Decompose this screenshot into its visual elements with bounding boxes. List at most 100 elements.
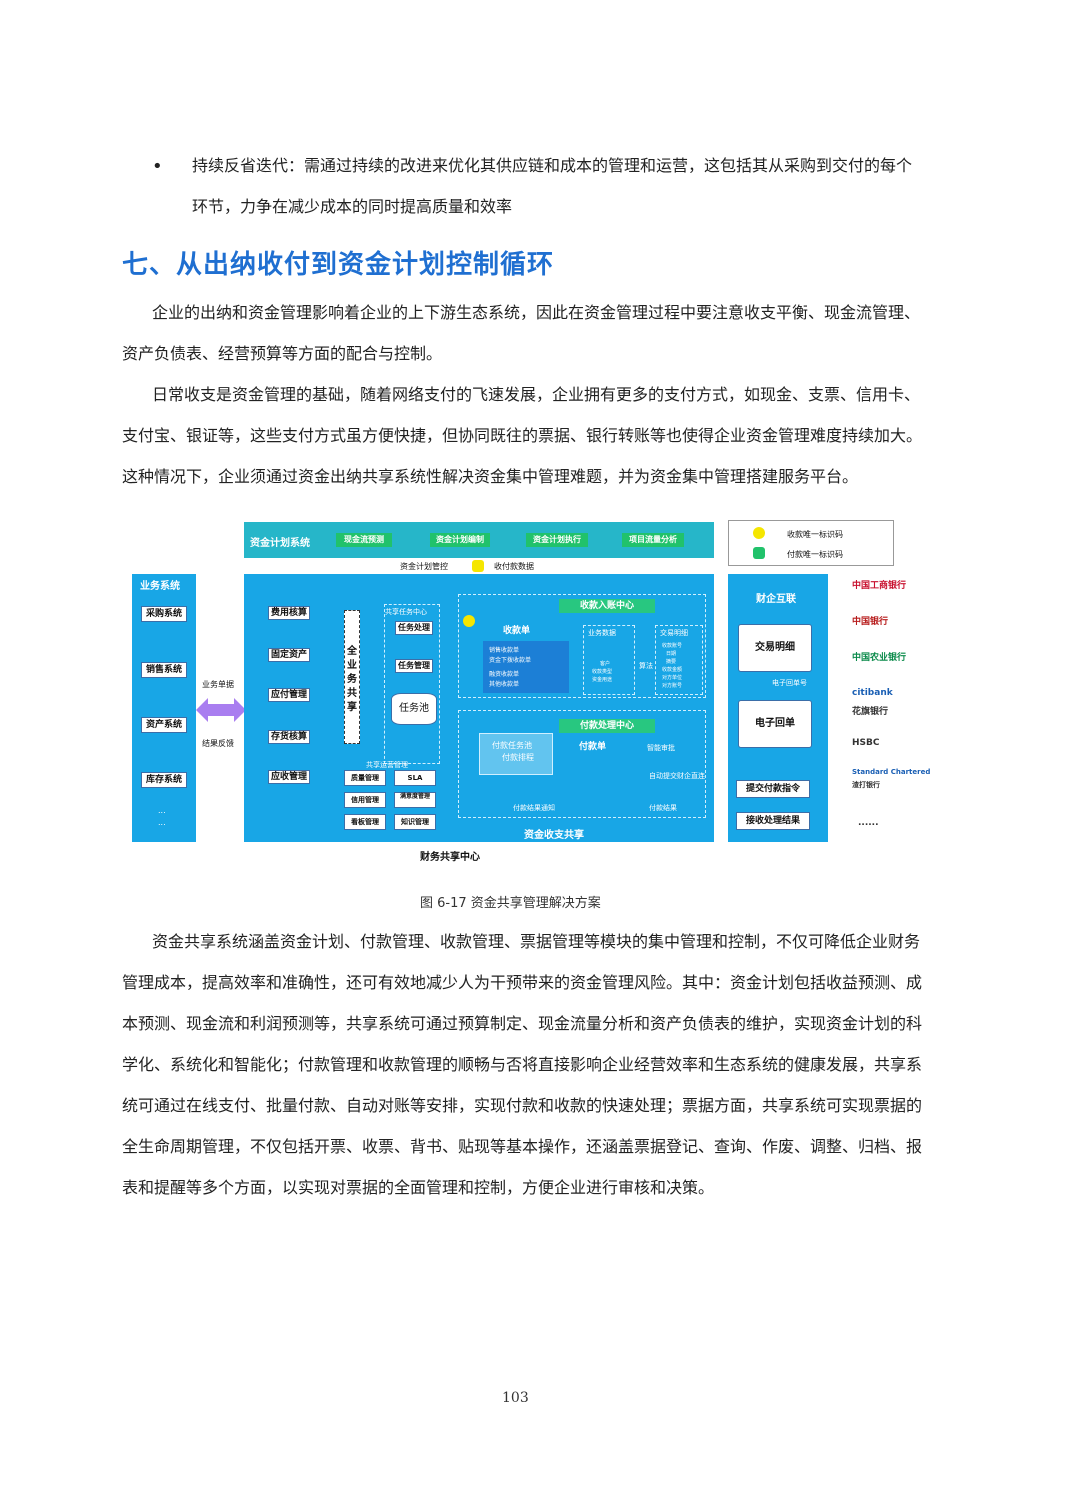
receive-code-icon [753,527,765,539]
para3-line1: 资金共享系统涵盖资金计划、付款管理、收款管理、票据管理等模块的集中管理和控制，不… [152,932,921,951]
pay-notice-label: 付款结果通知 [513,804,555,812]
finance-share-panel: 费用核算 固定资产 应付管理 存货核算 应收管理 全业务共享 共享任务中心 任务… [244,574,714,842]
plan-tab-1: 现金流预测 [336,533,392,547]
pay-pool-label: 付款任务池 [492,741,532,750]
biz-data-item-3: 资金用途 [592,677,613,683]
task-pool: 任务池 [391,693,437,725]
receive-code-icon-2 [463,615,475,627]
biz-item-inventory: 库存系统 [141,772,187,788]
biz-data-box: 业务数据 客户 收款类型 资金用途 [583,625,635,695]
biz-more-1: ... [158,806,166,815]
receipt-list-box: 销售收款单 资金下拨收款单 融资收款单 其他收款单 [483,641,569,693]
legend: 收款唯一标识码 付款唯一标识码 [728,520,894,566]
pay-form-label: 付款单 [579,742,607,752]
ops-quality: 质量管理 [344,770,386,786]
para3-line7: 表和提醒等多个方面，以实现对票据的全面管理和控制，方便企业进行审核和决策。 [122,1178,715,1197]
ops-kanban: 看板管理 [344,814,386,830]
biz-data-title: 业务数据 [588,629,616,637]
ops-credit: 信用管理 [344,792,386,808]
bullet-line-2: 环节，力争在减少成本的同时提高质量和效率 [192,197,513,216]
para2-line2: 支付宝、银证等，这些支付方式虽方便快捷，但协同既往的票据、银行转账等也使得企业资… [122,426,923,445]
submit-pay-card: 提交付款指令 [736,780,810,798]
plan-tab-2: 资金计划编制 [430,533,490,547]
fss-bottom-label: 财务共享中心 [420,852,480,863]
biz-data-item-2: 收款类型 [592,669,613,675]
plan-system-title: 资金计划系统 [250,538,310,549]
receipt-list-4: 其他收款单 [489,681,520,688]
para3-line3: 本预测、现金流和利润预测等，共享系统可通过预算制定、现金流量分析和资产负债表的维… [122,1014,923,1033]
fss-inventory: 存货核算 [268,730,310,744]
bullet-dot: • [152,156,163,177]
para3-line6: 全生命周期管理，不仅包括开票、收票、背书、贴现等基本操作，还涵盖票据登记、查询、… [122,1137,923,1156]
receipt-list-2: 资金下拨收款单 [489,657,532,664]
plan-control-label: 资金计划管控 [400,562,448,571]
biz-doc-label: 业务单据 [202,680,234,689]
fund-share-label: 资金收支共享 [524,830,584,841]
ops-title: 共享运营管理 [366,761,408,769]
legend-pay: 付款唯一标识码 [787,550,843,559]
fss-payable: 应付管理 [268,688,310,702]
trade-detail-title: 交易明细 [660,629,688,637]
ops-sla: SLA [394,770,436,786]
business-system-panel: 业务系统 采购系统 销售系统 资产系统 库存系统 ... ... [132,574,196,842]
receipt-list-1: 销售收款单 [489,647,520,654]
para3-line5: 统可通过在线支付、批量付款、自动对账等安排，实现付款和收款的快速处理；票据方面，… [122,1096,923,1115]
match-label: 算法 [639,662,653,670]
biz-item-asset: 资产系统 [141,717,187,733]
receipt-form-label: 收款单 [503,626,531,636]
full-business-share: 全业务共享 [344,610,360,744]
biz-item-sales: 销售系统 [141,662,187,678]
plan-tab-4: 项目流量分析 [622,533,684,547]
trade-item-3: 摘要 [666,659,677,665]
para2-line1: 日常收支是资金管理的基础，随着网络支付的飞速发展，企业拥有更多的支付方式，如现金… [152,385,921,404]
smart-review-label: 智能审批 [647,744,675,752]
trade-item-2: 日期 [666,651,677,657]
para1-line2: 资产负债表、经营预算等方面的配合与控制。 [122,344,443,363]
bank-citi: citibank [852,688,893,698]
task-manage: 任务管理 [395,659,433,673]
auto-submit-label: 自动提交财企直连 [649,772,705,780]
biz-more-2: ... [158,818,166,827]
yellow-code-icon [472,560,484,572]
page-number: 103 [502,1390,529,1406]
biz-data-item-1: 客户 [600,661,611,667]
bank-link-title: 财企互联 [756,594,796,605]
bank-icbc: 中国工商银行 [852,581,907,591]
e-receipt-card: 电子回单 [738,700,812,748]
trade-item-4: 收款金额 [662,667,683,673]
task-center-box: 共享任务中心 任务处理 任务管理 任务池 [384,604,440,764]
bank-hsbc: HSBC [852,738,880,748]
trade-item-1: 收款账号 [662,643,683,649]
para1-line1: 企业的出纳和资金管理影响着企业的上下游生态系统，因此在资金管理过程中要注意收支平… [152,303,921,322]
receipt-center-title: 收款入账中心 [559,599,655,613]
fss-fixed-asset: 固定资产 [268,648,310,662]
para3-line2: 管理成本，提高效率和准确性，还可有效地减少人为干预带来的资金管理风险。其中：资金… [122,973,923,992]
pay-pool-box: 付款任务池 付款排程 [479,733,553,775]
trade-detail-box: 交易明细 收款账号 日期 摘要 收款金额 对方单位 对方账号 [655,625,703,695]
task-center-title: 共享任务中心 [385,608,427,616]
payment-center-title: 付款处理中心 [559,719,655,733]
bank-sc: Standard Chartered [852,768,931,776]
fss-expense: 费用核算 [268,606,310,620]
trade-detail-card: 交易明细 [738,624,812,672]
plan-system-bar: 资金计划系统 现金流预测 资金计划编制 资金计划执行 项目流量分析 [244,522,714,558]
pay-result-label: 付款结果 [649,804,677,812]
receipt-data-label: 收付款数据 [494,562,534,571]
bank-abc: 中国农业银行 [852,653,907,663]
bank-boc: 中国银行 [852,617,889,627]
receive-result-card: 接收处理结果 [736,812,810,830]
receipt-center-box: 收款入账中心 收款单 销售收款单 资金下拨收款单 融资收款单 其他收款单 业务数… [458,594,706,698]
figure-caption: 图 6-17 资金共享管理解决方案 [420,896,601,911]
section-title: 七、从出纳收付到资金计划控制循环 [122,250,555,280]
trade-item-5: 对方单位 [662,675,683,681]
plan-tab-3: 资金计划执行 [526,533,588,547]
business-system-title: 业务系统 [140,581,180,592]
para3-line4: 学化、系统化和智能化；付款管理和收款管理的顺畅与否将直接影响企业经营效率和生态系… [122,1055,923,1074]
pay-code-icon [753,547,765,559]
fund-share-diagram: 资金计划系统 现金流预测 资金计划编制 资金计划执行 项目流量分析 资金计划管控… [130,518,930,866]
fss-receivable: 应收管理 [268,770,310,784]
receipt-list-3: 融资收款单 [489,671,520,678]
task-process: 任务处理 [395,621,433,635]
biz-item-purchase: 采购系统 [141,606,187,622]
double-arrow-icon [196,698,246,722]
